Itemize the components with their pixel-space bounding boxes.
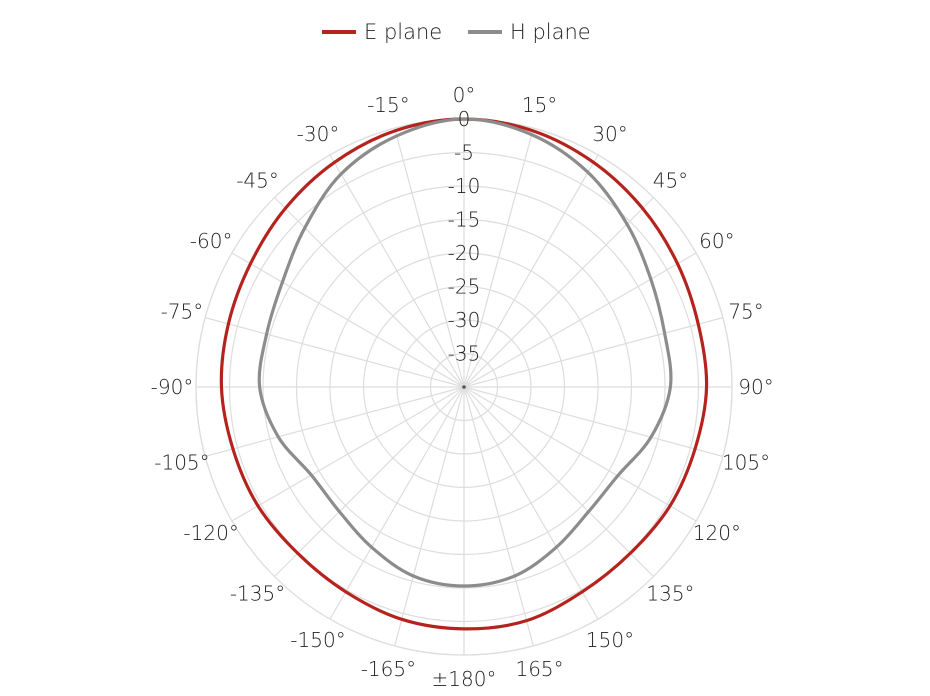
series-line-h-plane: [257, 117, 673, 588]
polar-grid: [195, 118, 733, 656]
radial-tick-label: -30: [448, 308, 481, 332]
grid-spoke: [463, 386, 599, 620]
radial-tick-label: -10: [448, 174, 481, 198]
legend-label: E plane: [364, 20, 442, 44]
grid-spoke: [274, 386, 465, 577]
angle-tick-label: 15°: [522, 93, 557, 117]
angle-tick-label: 45°: [653, 169, 688, 193]
grid-spoke: [231, 386, 465, 522]
angle-tick-label: 60°: [699, 229, 734, 253]
grid-spoke: [463, 386, 534, 647]
grid-spoke: [463, 386, 654, 577]
angle-tick-label: -90°: [151, 375, 194, 399]
radial-tick-label: -25: [448, 275, 481, 299]
angle-tick-label: -120°: [183, 521, 238, 545]
grid-spoke: [204, 317, 465, 388]
angle-tick-label: -75°: [161, 299, 204, 323]
angle-tick-label: -105°: [154, 451, 209, 475]
grid-spoke: [463, 386, 724, 457]
grid-spoke: [463, 154, 599, 388]
angle-tick-label: 75°: [728, 299, 763, 323]
angle-tick-label: 90°: [738, 375, 773, 399]
grid-spoke: [394, 127, 465, 388]
grid-spoke: [204, 386, 465, 457]
radial-tick-label: -35: [448, 342, 481, 366]
grid-spoke: [463, 317, 724, 388]
angle-tick-label: 165°: [515, 657, 563, 681]
angle-tick-label: -150°: [290, 628, 345, 652]
angle-tick-label: -135°: [230, 581, 285, 605]
grid-spoke: [463, 252, 697, 388]
axis-labels: 0° 15° 30° 45° 60° 75° 90° 105° 120° 135° 150° 165°…: [151, 83, 774, 691]
legend: E plane H plane: [322, 20, 591, 44]
center-dot: [462, 385, 466, 389]
angle-tick-label: -45°: [236, 169, 279, 193]
angle-tick-label: -60°: [190, 229, 233, 253]
angle-tick-label: 120°: [693, 521, 741, 545]
series-line-e-plane: [219, 117, 709, 631]
angle-tick-label: 105°: [722, 451, 770, 475]
angle-tick-label: 150°: [586, 628, 634, 652]
angle-tick-label: -30°: [297, 122, 340, 146]
grid-spoke: [231, 252, 465, 388]
grid-spoke: [329, 154, 465, 388]
grid-spoke: [274, 197, 465, 388]
radial-tick-label: 0: [458, 107, 471, 131]
grid-spoke: [463, 197, 654, 388]
grid-spoke: [329, 386, 465, 620]
angle-tick-label: 0°: [453, 83, 476, 107]
angle-tick-label: 30°: [592, 122, 627, 146]
radial-tick-label: -15: [448, 208, 481, 232]
series-layer: [219, 117, 709, 631]
grid-spoke: [394, 386, 465, 647]
grid-spoke: [463, 127, 534, 388]
angle-tick-label: 135°: [646, 581, 694, 605]
grid-spoke: [463, 386, 697, 522]
angle-tick-label: ±180°: [432, 667, 497, 691]
legend-label: H plane: [510, 20, 591, 44]
angle-tick-label: -15°: [367, 93, 410, 117]
angle-tick-label: -165°: [361, 657, 416, 681]
radial-tick-label: -20: [448, 241, 481, 265]
radial-tick-label: -5: [454, 141, 474, 165]
